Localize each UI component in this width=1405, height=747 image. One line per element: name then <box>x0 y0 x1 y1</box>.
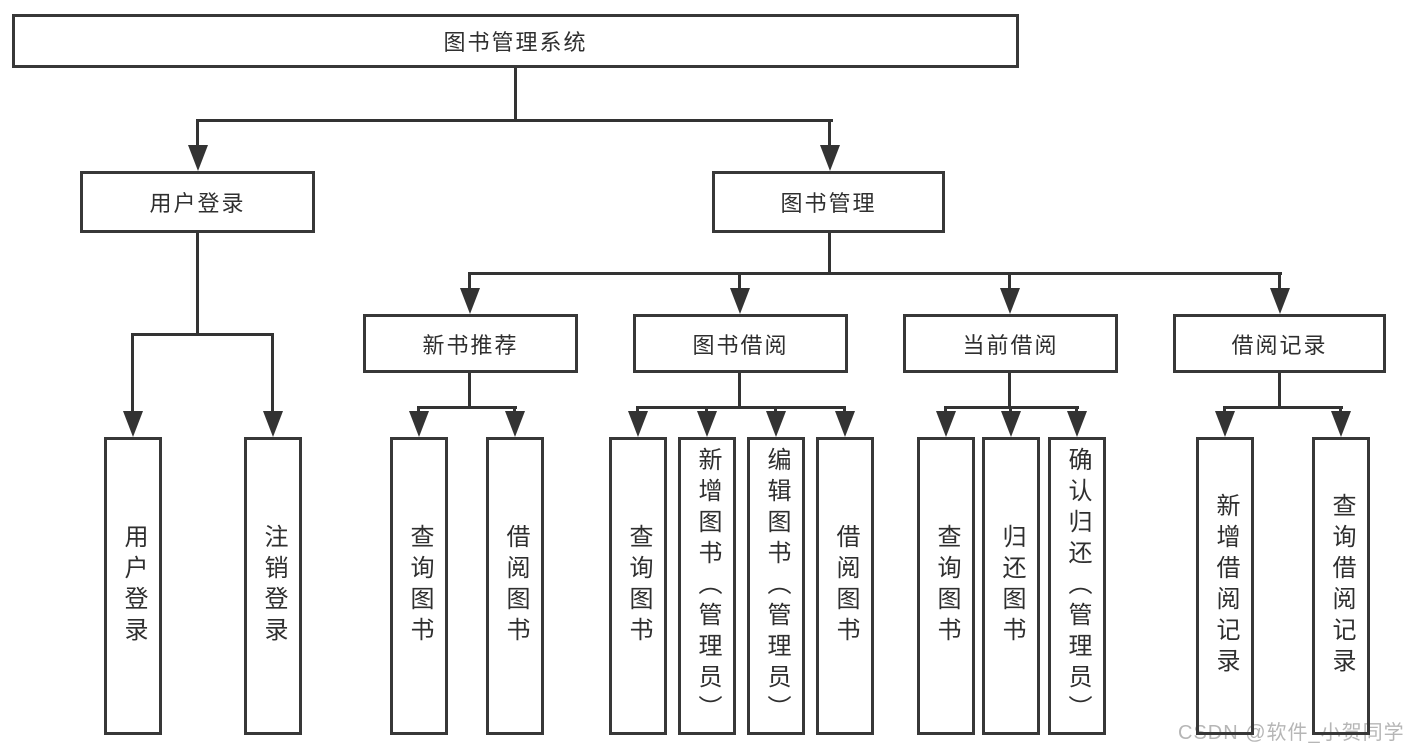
node-user-login: 用户登录 <box>80 171 315 233</box>
connector-line <box>1075 406 1078 414</box>
connector-line <box>774 406 777 414</box>
connector-line <box>738 272 741 290</box>
connector-line <box>468 272 1282 275</box>
connector-line <box>131 333 134 413</box>
node-book-management: 图书管理 <box>712 171 945 233</box>
arrow-down-icon <box>766 411 786 437</box>
leaf-confirm-return-admin: 确认归还（管理员） <box>1048 437 1106 735</box>
arrow-down-icon <box>123 411 143 437</box>
connector-line <box>828 119 831 149</box>
node-book-borrow: 图书借阅 <box>633 314 848 373</box>
connector-line <box>843 406 846 414</box>
connector-line <box>196 119 833 122</box>
arrow-down-icon <box>936 411 956 437</box>
arrow-down-icon <box>697 411 717 437</box>
leaf-add-books-admin: 新增图书（管理员） <box>678 437 736 735</box>
leaf-edit-books-admin: 编辑图书（管理员） <box>747 437 805 735</box>
csdn-watermark: CSDN @软件_小贺同学 <box>1178 722 1405 744</box>
connector-line <box>828 233 831 275</box>
connector-line <box>1278 373 1281 409</box>
connector-line <box>1223 406 1343 409</box>
arrow-down-icon <box>628 411 648 437</box>
connector-line <box>636 406 639 414</box>
arrow-down-icon <box>263 411 283 437</box>
connector-line <box>1278 272 1281 290</box>
leaf-query-books-1: 查询图书 <box>390 437 448 735</box>
arrow-down-icon <box>730 288 750 314</box>
arrow-down-icon <box>1000 288 1020 314</box>
connector-line <box>271 333 274 413</box>
leaf-borrow-books-2: 借阅图书 <box>816 437 874 735</box>
connector-line <box>196 233 199 336</box>
arrow-down-icon <box>1001 411 1021 437</box>
connector-line <box>705 406 708 414</box>
connector-line <box>738 373 741 409</box>
connector-line <box>417 406 420 414</box>
leaf-add-borrow-record: 新增借阅记录 <box>1196 437 1254 735</box>
arrow-down-icon <box>1270 288 1290 314</box>
connector-line <box>514 68 517 121</box>
connector-line <box>417 406 517 409</box>
arrow-down-icon <box>1331 411 1351 437</box>
arrow-down-icon <box>505 411 525 437</box>
connector-line <box>131 333 274 336</box>
connector-line <box>1339 406 1342 414</box>
node-root-library-system: 图书管理系统 <box>12 14 1019 68</box>
connector-line <box>196 119 199 149</box>
leaf-return-books: 归还图书 <box>982 437 1040 735</box>
arrow-down-icon <box>820 145 840 171</box>
leaf-query-books-3: 查询图书 <box>917 437 975 735</box>
leaf-user-login: 用户登录 <box>104 437 162 735</box>
connector-line <box>513 406 516 414</box>
arrow-down-icon <box>1067 411 1087 437</box>
connector-line <box>468 272 471 290</box>
leaf-logout: 注销登录 <box>244 437 302 735</box>
leaf-query-books-2: 查询图书 <box>609 437 667 735</box>
leaf-borrow-books-1: 借阅图书 <box>486 437 544 735</box>
node-new-book-recommend: 新书推荐 <box>363 314 578 373</box>
connector-line <box>944 406 947 414</box>
arrow-down-icon <box>409 411 429 437</box>
node-borrow-records: 借阅记录 <box>1173 314 1386 373</box>
connector-line <box>1223 406 1226 414</box>
leaf-query-borrow-record: 查询借阅记录 <box>1312 437 1370 735</box>
connector-line <box>468 373 471 409</box>
connector-line <box>1008 373 1011 409</box>
connector-line <box>636 406 846 409</box>
node-current-borrow: 当前借阅 <box>903 314 1118 373</box>
arrow-down-icon <box>188 145 208 171</box>
connector-line <box>1009 406 1012 414</box>
arrow-down-icon <box>1215 411 1235 437</box>
connector-line <box>1008 272 1011 290</box>
arrow-down-icon <box>835 411 855 437</box>
arrow-down-icon <box>460 288 480 314</box>
